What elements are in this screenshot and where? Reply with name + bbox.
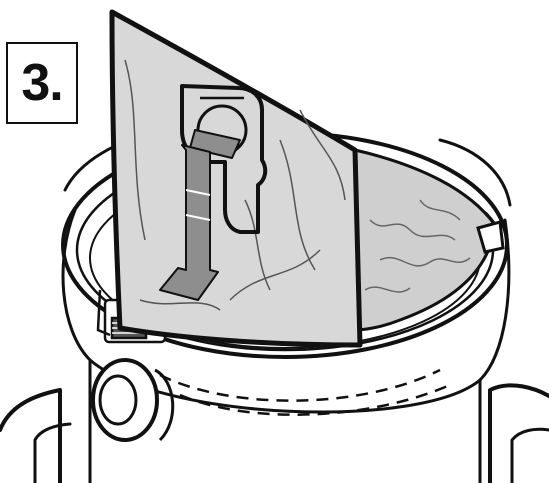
step-number-label: 3. [21, 54, 63, 112]
dust-bag [109, 9, 363, 348]
step-number-box: 3. [6, 42, 78, 124]
inlet-port [91, 358, 175, 442]
rim-tab [476, 220, 505, 254]
container-body [0, 208, 549, 483]
bag-inner-portion [353, 148, 497, 332]
down-arrow-icon [159, 129, 241, 301]
